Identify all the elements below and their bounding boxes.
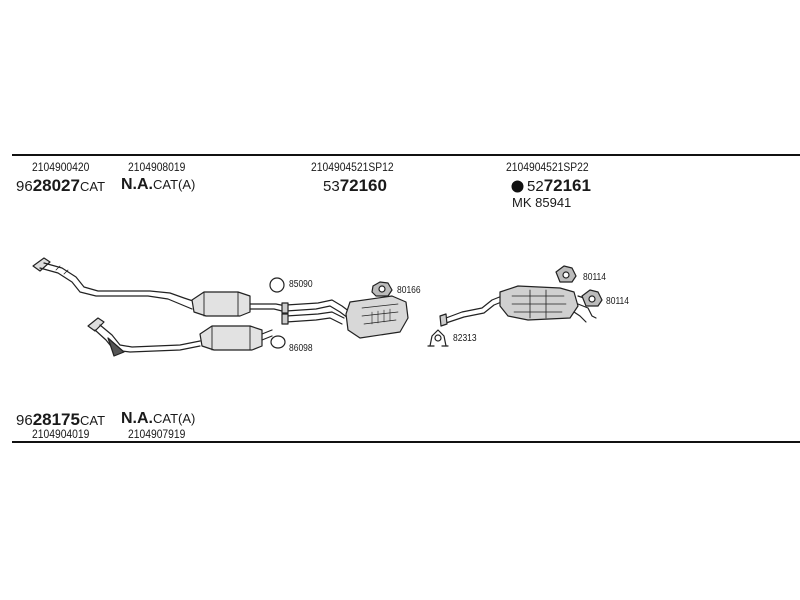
clamp-icon	[427, 329, 449, 347]
top-rule	[12, 154, 800, 156]
top-col4-prefix: 52	[527, 178, 544, 195]
bottom-col2-code: 2104907919	[128, 427, 186, 441]
callout-hanger-rear-bottom: 80114	[606, 296, 630, 307]
rear-muffler	[499, 285, 597, 323]
catalyst-lower	[199, 325, 273, 351]
top-col1-part: 9628027CAT	[16, 177, 105, 194]
top-col4-code: 2104904521SP22	[506, 160, 589, 174]
top-col2-code: 2104908019	[128, 160, 186, 174]
callout-clamp: 82313	[453, 333, 477, 344]
bottom-col1-part: 9628175CAT	[16, 411, 105, 428]
bottom-col1-number: 28175	[32, 410, 80, 429]
front-pipe-upper	[32, 257, 197, 310]
ring-lower-icon	[270, 335, 286, 349]
middle-muffler	[345, 295, 409, 339]
hanger-mid-icon	[371, 281, 393, 297]
top-col3-number: 72160	[339, 176, 387, 195]
callout-ring-upper: 85090	[289, 279, 313, 290]
bullet-icon	[511, 180, 524, 193]
top-col2-number: N.A.	[121, 176, 153, 193]
top-col4-part: 5272161	[527, 177, 591, 194]
bottom-col1-code: 2104904019	[32, 427, 90, 441]
hanger-rear-top-icon	[555, 265, 577, 283]
bottom-col2-part: N.A.CAT(A)	[121, 411, 195, 427]
callout-hanger-mid: 80166	[397, 285, 421, 296]
top-col1-code: 2104900420	[32, 160, 90, 174]
callout-ring-lower: 86098	[289, 343, 313, 354]
front-pipe-lower	[87, 317, 201, 357]
top-col1-prefix: 96	[16, 178, 33, 195]
bottom-rule	[12, 441, 800, 443]
top-col3-prefix: 53	[323, 178, 340, 195]
mk-value: 85941	[535, 195, 572, 210]
top-col1-suffix: CAT	[79, 179, 106, 194]
top-col2-part: N.A.CAT(A)	[121, 177, 195, 193]
top-col3-code: 2104904521SP12	[311, 160, 394, 174]
top-col1-number: 28027	[32, 176, 80, 195]
bottom-col2-number: N.A.	[121, 410, 153, 427]
bottom-col1-suffix: CAT	[79, 413, 106, 428]
mk-label: MK	[512, 195, 532, 210]
bottom-col2-suffix: CAT(A)	[153, 411, 196, 426]
hanger-rear-bottom-icon	[581, 289, 603, 307]
rear-pipe	[439, 295, 505, 327]
top-col4-number: 72161	[543, 176, 591, 195]
top-col2-suffix: CAT(A)	[153, 177, 196, 192]
ring-upper-icon	[269, 277, 285, 293]
bottom-col1-prefix: 96	[16, 412, 33, 429]
top-col3-part: 5372160	[323, 177, 387, 194]
intermediate-pipes	[281, 299, 351, 325]
top-col4-mk: MK 85941	[512, 196, 571, 209]
callout-hanger-rear-top: 80114	[583, 272, 607, 283]
catalyst-upper	[191, 291, 287, 317]
